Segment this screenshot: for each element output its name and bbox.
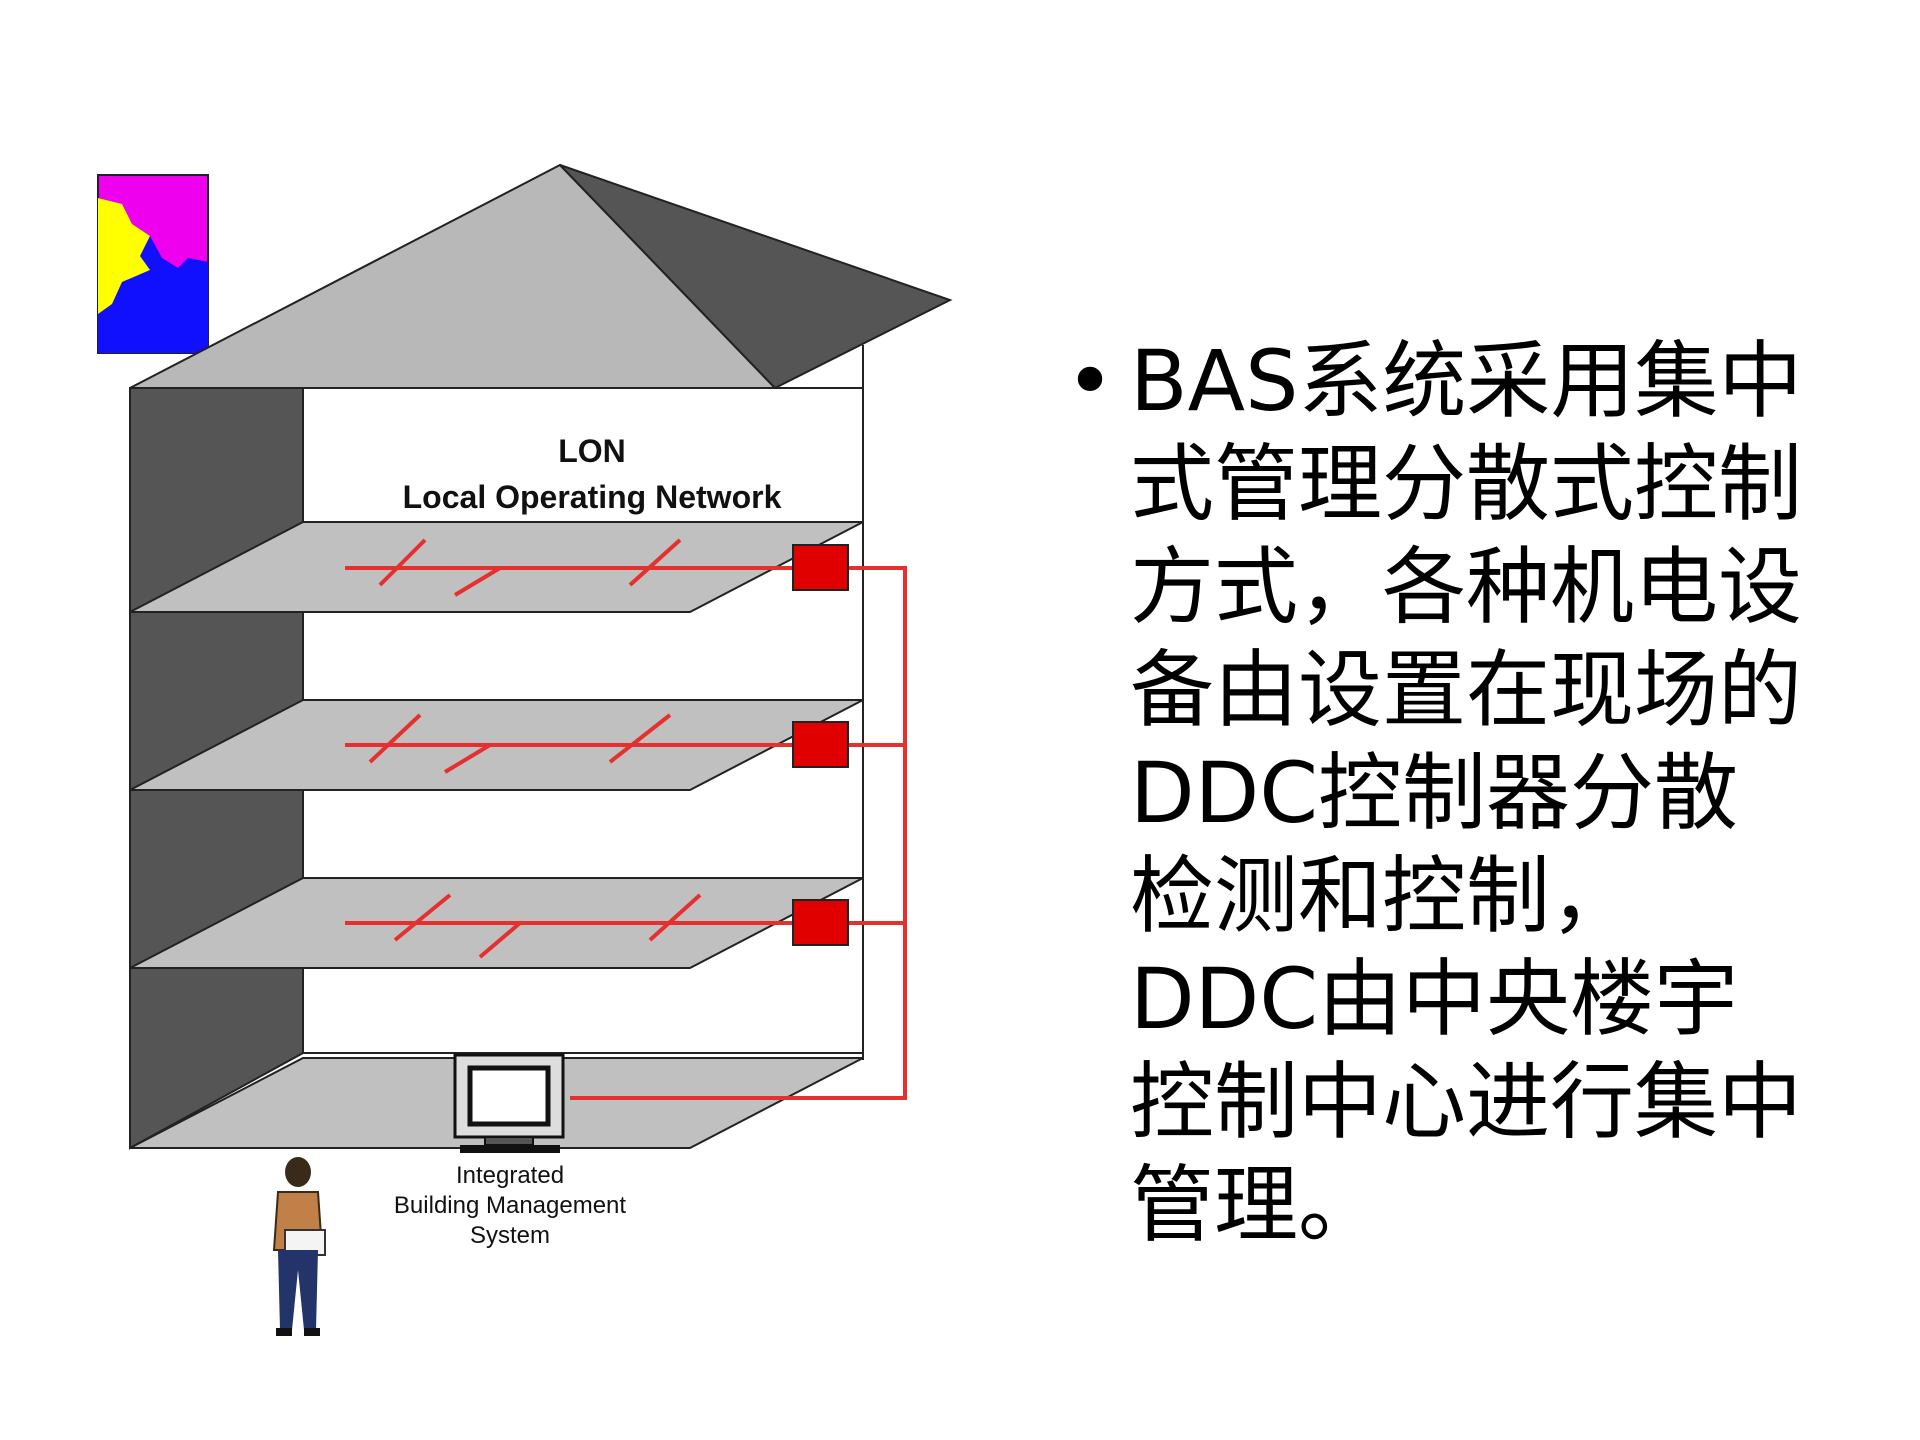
bullet-marker: • [1065,332,1115,430]
ibms-label-line1: Integrated [456,1162,564,1189]
description-line: 管理。 [1130,1156,1383,1254]
monitor-icon [453,1053,565,1153]
roof [129,163,953,390]
description-line: 备由设置在现场的 [1130,641,1803,739]
ddc-controller-icon [792,721,849,768]
network-bus-lines [345,538,907,1100]
description-line: 方式，各种机电设 [1130,538,1803,636]
description-line: 检测和控制， [1130,847,1635,945]
description-line: BAS系统采用集中 [1130,332,1803,430]
description-line: 控制中心进行集中 [1130,1053,1803,1151]
ddc-controller-icon [792,544,849,591]
description-text: BAS系统采用集中 式管理分散式控制 方式，各种机电设 备由设置在现场的 DDC… [1130,330,1890,1257]
description-line: DDC控制器分散 [1130,744,1739,842]
person-icon [272,1157,326,1336]
network-label-line2: Local Operating Network [403,479,782,515]
ibms-label-line3: System [470,1222,550,1249]
description-line: 式管理分散式控制 [1130,435,1803,533]
network-label-line1: LON [558,433,626,469]
ddc-controller-icon [792,899,849,946]
description-line: DDC由中央楼宇 [1130,950,1739,1048]
logo-icon [97,174,209,354]
ibms-label-line2: Building Management [394,1192,626,1219]
